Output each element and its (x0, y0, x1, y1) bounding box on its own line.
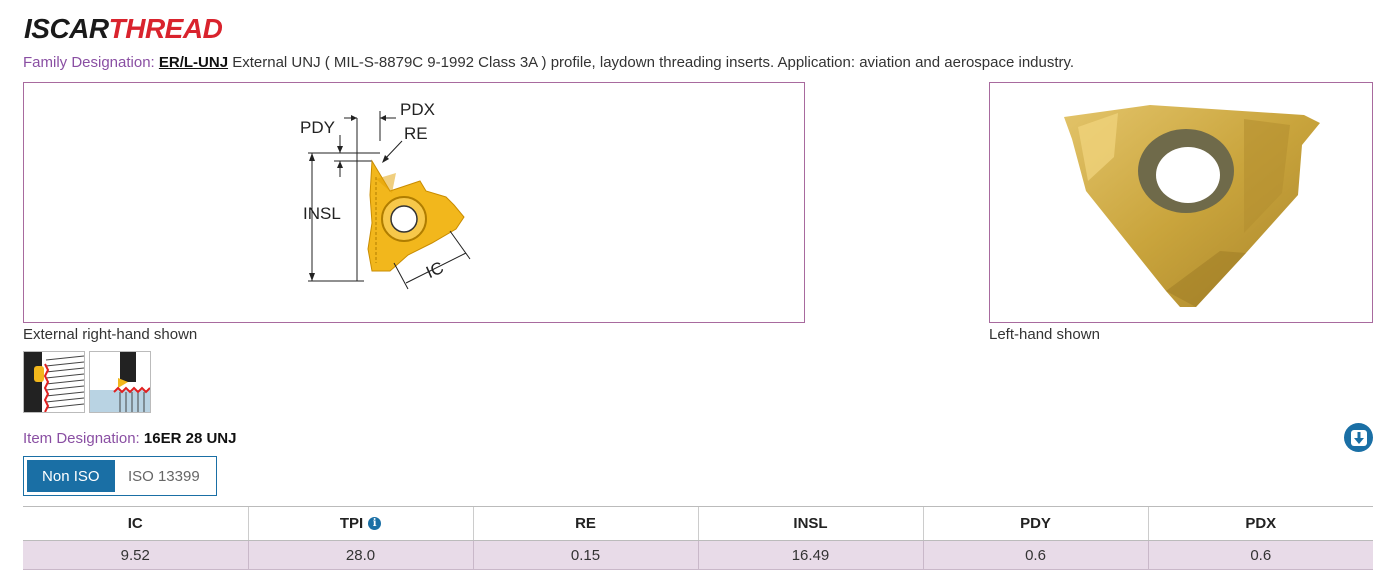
pdx-label: PDX (400, 100, 435, 119)
col-header-pdy: PDY (922, 506, 1148, 541)
re-label: RE (404, 124, 428, 143)
brand-logo-part1: ISCAR (24, 13, 109, 44)
col-header-ic: IC (23, 506, 248, 541)
col-header-pdx: PDX (1147, 506, 1373, 541)
cell-tpi: 28.0 (247, 540, 473, 570)
toggle-non-iso[interactable]: Non ISO (27, 460, 115, 492)
family-designation: Family Designation: ER/L-UNJ External UN… (23, 54, 1074, 72)
cell-pdx: 0.6 (1147, 540, 1373, 570)
col-header-insl: INSL (697, 506, 923, 541)
cell-pdy: 0.6 (922, 540, 1148, 570)
item-designation: Item Designation: 16ER 28 UNJ (23, 430, 236, 448)
dimension-diagram: INSL PDY PDX RE IC (23, 82, 805, 323)
cell-re: 0.15 (472, 540, 698, 570)
insert-photo-image (1064, 105, 1320, 307)
pdy-label: PDY (300, 118, 335, 137)
item-designation-value: 16ER 28 UNJ (143, 430, 237, 447)
ic-label: IC (423, 258, 446, 282)
photo-caption: Left-hand shown (989, 326, 1100, 343)
download-button[interactable] (1344, 423, 1373, 452)
external-thread-turning-icon[interactable] (23, 351, 85, 413)
download-icon (1350, 429, 1367, 446)
family-code-link[interactable]: ER/L-UNJ (158, 54, 229, 71)
item-designation-label: Item Designation: (23, 430, 140, 447)
col-header-re: RE (472, 506, 698, 541)
internal-thread-turning-icon[interactable] (89, 351, 151, 413)
brand-logo-part2: THREAD (108, 13, 223, 44)
info-icon[interactable]: i (368, 517, 382, 530)
diagram-caption: External right-hand shown (23, 326, 198, 343)
product-photo (989, 82, 1373, 323)
table-row: 9.52 28.0 0.15 16.49 0.6 0.6 (23, 540, 1373, 570)
family-designation-label: Family Designation: (23, 54, 155, 71)
toggle-iso-13399[interactable]: ISO 13399 (127, 467, 200, 485)
cell-insl: 16.49 (697, 540, 923, 570)
family-description: External UNJ ( MIL-S-8879C 9-1992 Class … (232, 54, 1075, 71)
insert-shape (367, 159, 465, 272)
standard-toggle: Non ISO ISO 13399 (23, 456, 217, 496)
insl-label: INSL (303, 204, 341, 223)
cell-ic: 9.52 (23, 540, 248, 570)
insert-dimension-drawing: INSL PDY PDX RE IC (300, 100, 471, 290)
